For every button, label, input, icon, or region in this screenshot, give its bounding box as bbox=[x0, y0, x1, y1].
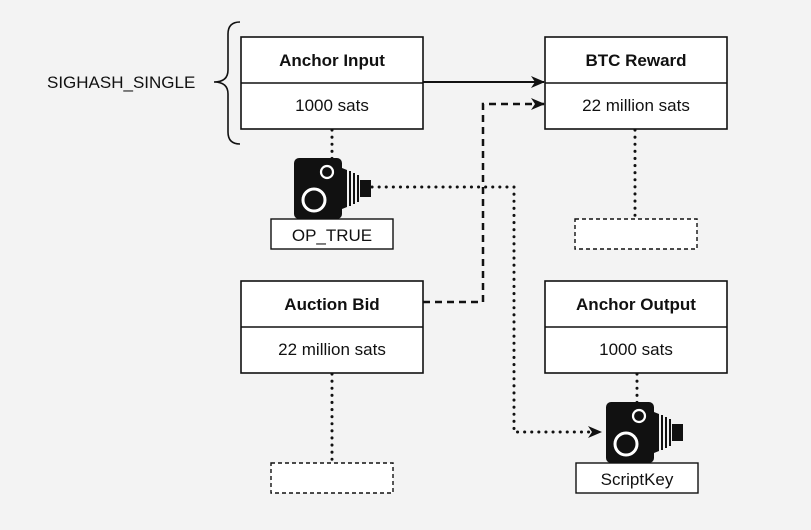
anchor-input-title: Anchor Input bbox=[279, 51, 385, 70]
op-true-script-box[interactable]: OP_TRUE bbox=[270, 218, 394, 250]
auction-bid-title: Auction Bid bbox=[284, 295, 379, 314]
op-true-label: OP_TRUE bbox=[292, 226, 372, 245]
camera-icon bbox=[294, 158, 371, 219]
btc-reward-value: 22 million sats bbox=[582, 96, 690, 115]
sighash-brace bbox=[213, 21, 241, 145]
auction-bid-box[interactable]: Auction Bid 22 million sats bbox=[240, 280, 424, 374]
anchor-input-box[interactable]: Anchor Input 1000 sats bbox=[240, 36, 424, 130]
camera-icon bbox=[606, 402, 683, 463]
connector-auction-bid-to-btc-reward bbox=[423, 98, 545, 304]
anchor-input-value: 1000 sats bbox=[295, 96, 369, 115]
btc-reward-box[interactable]: BTC Reward 22 million sats bbox=[544, 36, 728, 130]
btc-reward-title: BTC Reward bbox=[585, 51, 686, 70]
anchor-output-box[interactable]: Anchor Output 1000 sats bbox=[544, 280, 728, 374]
empty-output-placeholder-left bbox=[270, 462, 394, 494]
connector-op-true-to-script-key bbox=[370, 185, 603, 438]
script-key-box[interactable]: ScriptKey bbox=[575, 462, 699, 494]
empty-output-placeholder-right bbox=[574, 218, 698, 250]
anchor-output-title: Anchor Output bbox=[576, 295, 696, 314]
auction-bid-value: 22 million sats bbox=[278, 340, 386, 359]
anchor-output-value: 1000 sats bbox=[599, 340, 673, 359]
sighash-single-label: SIGHASH_SINGLE bbox=[47, 73, 195, 92]
script-key-label: ScriptKey bbox=[601, 470, 674, 489]
